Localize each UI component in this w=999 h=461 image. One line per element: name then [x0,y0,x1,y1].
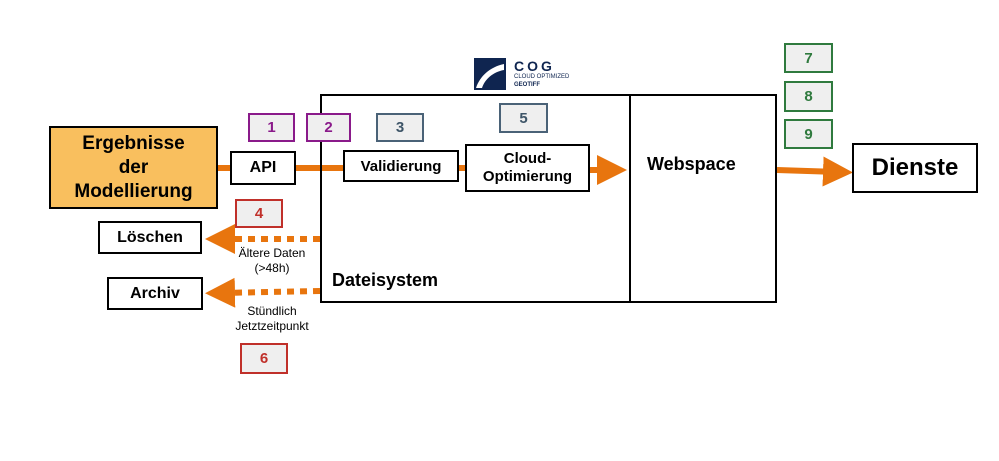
step-3: 3 [376,113,424,142]
step-7: 7 [784,43,833,73]
archive-node: Archiv [107,277,203,310]
delete-node: Löschen [98,221,202,254]
delete-caption: Ältere Daten (>48h) [222,246,322,276]
cog-logo-icon [474,58,506,90]
cog-logo-subtitle-2: GEOTIFF [514,82,540,88]
arrow-webspace-services [776,156,853,187]
validation-node: Validierung [343,150,459,182]
webspace-container [629,94,777,303]
webspace-label: Webspace [647,154,736,174]
step-2: 2 [306,113,351,142]
delete-caption-line2: (>48h) [254,261,290,275]
api-node: API [230,151,296,185]
cloud-optimization-node: Cloud-Optimierung [465,144,590,192]
step-4: 4 [235,199,283,228]
cog-logo-title: COG [514,58,555,74]
archive-caption-line1: Stündlich [247,304,297,318]
cog-logo-subtitle-1: CLOUD OPTIMIZED [514,74,570,80]
source-node: Ergebnisse der Modellierung [49,126,218,209]
step-5: 5 [499,103,548,133]
cog-logo: COG CLOUD OPTIMIZED GEOTIFF [474,58,574,92]
services-node: Dienste [852,143,978,193]
filesystem-label: Dateisystem [332,270,439,290]
archive-caption-line2: Jetztzeitpunkt [235,319,309,333]
arrow-archive-dotted [205,277,321,308]
step-9: 9 [784,119,833,149]
delete-caption-line1: Ältere Daten [238,246,306,260]
step-8: 8 [784,81,833,112]
step-6: 6 [240,343,288,374]
step-1: 1 [248,113,295,142]
archive-caption: Stündlich Jetztzeitpunkt [222,304,322,334]
